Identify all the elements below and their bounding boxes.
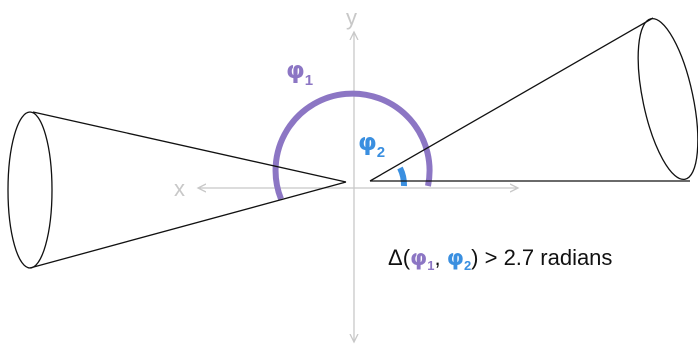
phi1-label: φ1 bbox=[286, 56, 313, 89]
angle-difference-inequality: Δ(φ1, φ2) > 2.7 radians bbox=[388, 243, 612, 281]
inequality-phi2-subscript: 2 bbox=[463, 258, 472, 273]
inequality-prefix: Δ( bbox=[388, 245, 411, 270]
inequality-separator: , bbox=[434, 245, 447, 270]
inequality-phi1: φ bbox=[410, 246, 428, 271]
right-cone bbox=[369, 17, 698, 182]
inequality-suffix: ) > 2.7 radians bbox=[471, 245, 613, 270]
inequality-phi2: φ bbox=[446, 246, 464, 271]
x-axis-label: x bbox=[174, 176, 185, 201]
left-cone bbox=[7, 111, 347, 269]
phi2-label: φ2 bbox=[358, 128, 385, 161]
phi1-arc bbox=[272, 90, 433, 201]
y-axis-label: y bbox=[346, 5, 357, 30]
phi2-arc bbox=[397, 166, 407, 187]
inequality-phi1-subscript: 1 bbox=[427, 258, 435, 273]
